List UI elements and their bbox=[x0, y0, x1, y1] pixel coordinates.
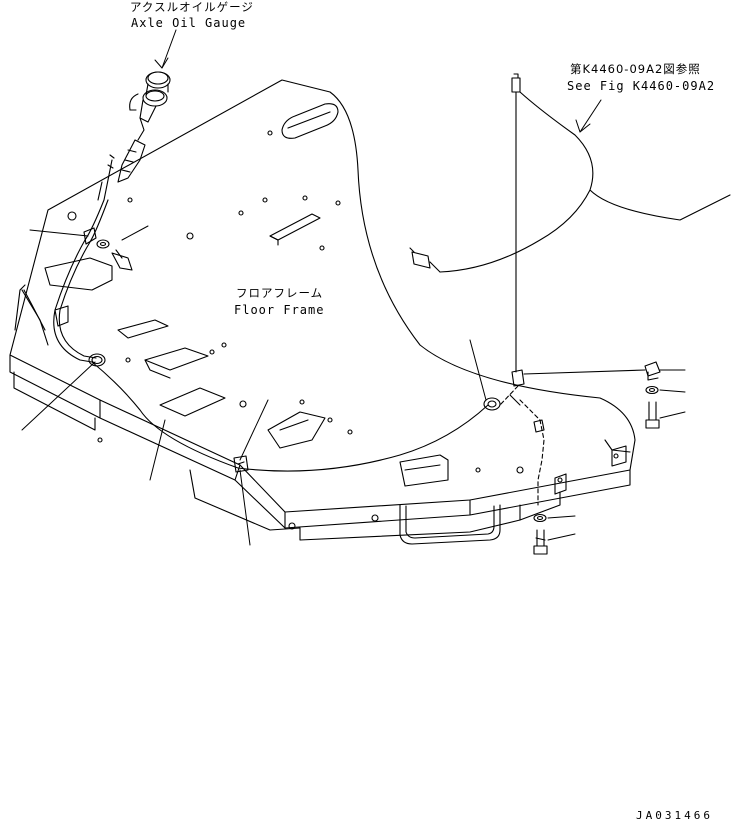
floor-frame-plate bbox=[9, 79, 636, 545]
floor-frame-label-jp: フロアフレーム bbox=[236, 286, 324, 300]
leader-lines bbox=[21, 29, 686, 546]
harness-right bbox=[409, 73, 731, 506]
harness-left bbox=[21, 199, 501, 473]
axle-oil-gauge-label-en: Axle Oil Gauge bbox=[131, 16, 247, 30]
reference-label-jp: 第K4460-09A2図参照 bbox=[570, 62, 701, 76]
floor-openings bbox=[44, 103, 449, 487]
bolt-holes bbox=[67, 130, 619, 530]
floor-frame-label-en: Floor Frame bbox=[234, 303, 325, 317]
axle-oil-gauge-label-jp: アクスルオイルゲージ bbox=[130, 0, 254, 14]
reference-label-en: See Fig K4460-09A2 bbox=[567, 79, 716, 93]
axle-oil-gauge bbox=[97, 71, 171, 201]
loose-parts-right bbox=[533, 361, 661, 555]
drawing-code: JA031466 bbox=[636, 809, 713, 822]
